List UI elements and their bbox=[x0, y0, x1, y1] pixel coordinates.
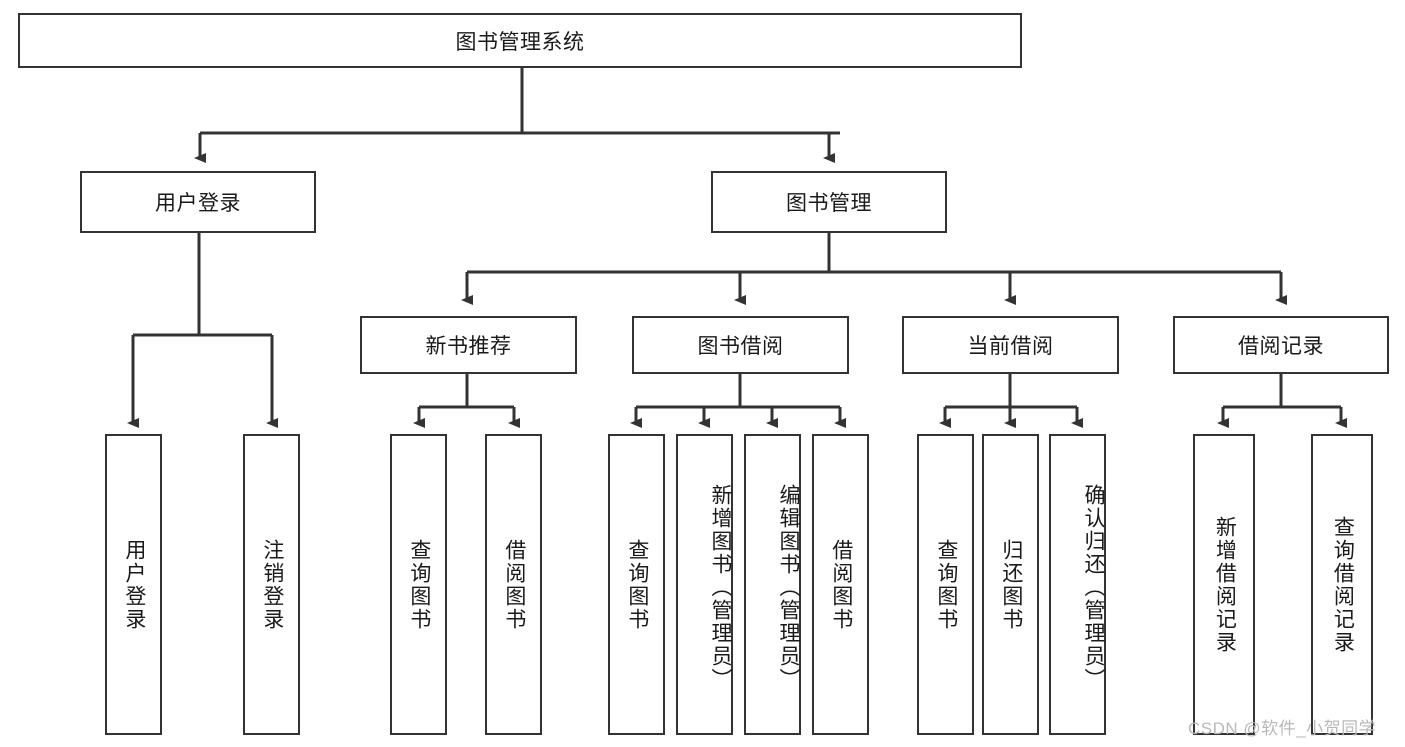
leaf-records-query-record[interactable]: 查询借阅记录 bbox=[1311, 434, 1373, 735]
node-book-borrow[interactable]: 图书借阅 bbox=[632, 316, 849, 374]
leaf-borrow-add-book-admin[interactable]: 新增图书（管理员） bbox=[676, 434, 733, 735]
leaf-user-login-logout[interactable]: 注销登录 bbox=[243, 434, 300, 735]
leaf-current-confirm-return-admin[interactable]: 确认归还（管理员） bbox=[1049, 434, 1106, 735]
watermark-text: CSDN @软件_小贺同学 bbox=[1188, 719, 1377, 738]
node-borrow-records[interactable]: 借阅记录 bbox=[1173, 316, 1389, 374]
node-user-login[interactable]: 用户登录 bbox=[80, 171, 316, 233]
leaf-current-query-book[interactable]: 查询图书 bbox=[917, 434, 974, 735]
leaf-new-books-query[interactable]: 查询图书 bbox=[390, 434, 447, 735]
leaf-borrow-borrow-book[interactable]: 借阅图书 bbox=[812, 434, 869, 735]
leaf-records-add-record[interactable]: 新增借阅记录 bbox=[1193, 434, 1255, 735]
leaf-user-login-login[interactable]: 用户登录 bbox=[105, 434, 162, 735]
node-root[interactable]: 图书管理系统 bbox=[18, 13, 1022, 68]
leaf-borrow-edit-book-admin[interactable]: 编辑图书（管理员） bbox=[744, 434, 801, 735]
leaf-current-return-book[interactable]: 归还图书 bbox=[982, 434, 1039, 735]
node-book-management[interactable]: 图书管理 bbox=[711, 171, 947, 233]
leaf-borrow-query-book[interactable]: 查询图书 bbox=[608, 434, 665, 735]
node-new-book-recommend[interactable]: 新书推荐 bbox=[360, 316, 577, 374]
leaf-new-books-borrow[interactable]: 借阅图书 bbox=[485, 434, 542, 735]
node-current-borrow[interactable]: 当前借阅 bbox=[902, 316, 1119, 374]
